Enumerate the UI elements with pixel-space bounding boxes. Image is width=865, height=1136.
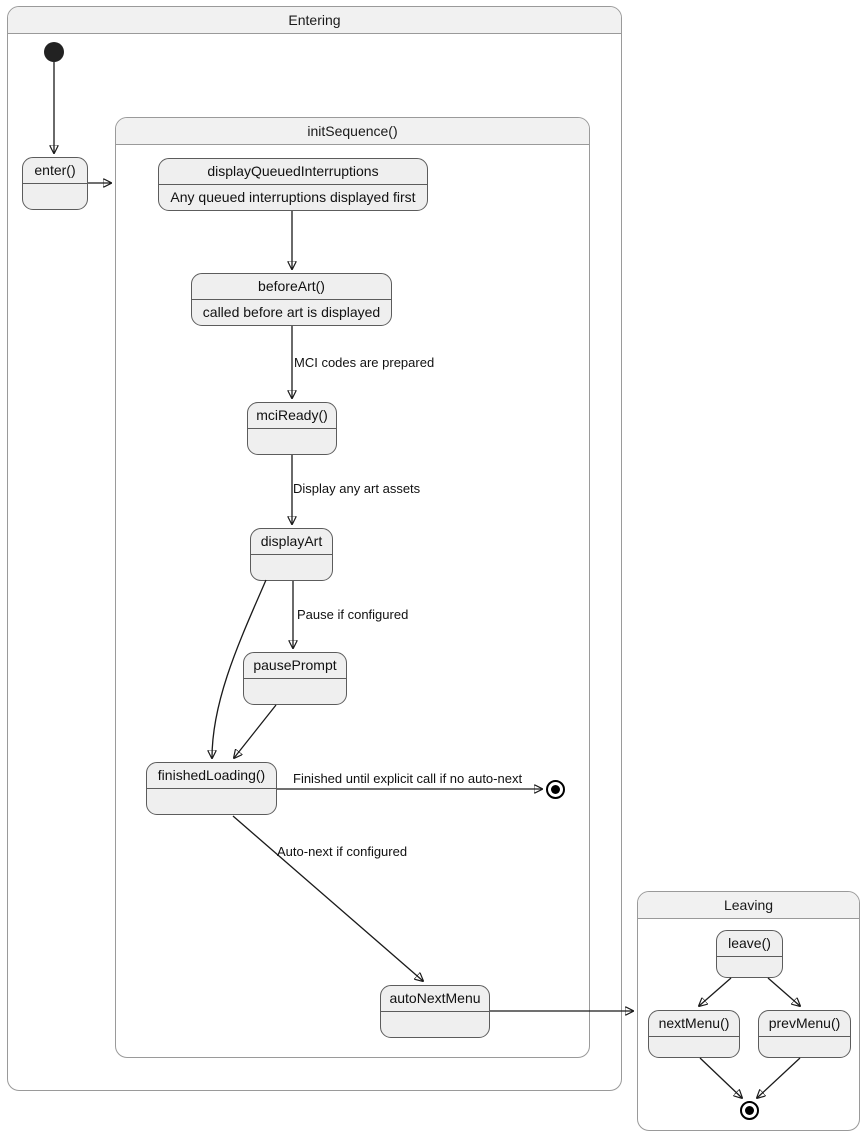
state-autonextmenu-body (381, 1012, 489, 1037)
state-autonextmenu-title: autoNextMenu (381, 986, 489, 1012)
state-pauseprompt-body (244, 679, 346, 704)
state-mciready[interactable]: mciReady() (247, 402, 337, 455)
state-displayqueuedinterruptions-title: displayQueuedInterruptions (159, 159, 427, 185)
composite-state-initsequence[interactable]: initSequence() (115, 117, 590, 1058)
state-displayqueuedinterruptions-body: Any queued interruptions displayed first (170, 189, 416, 205)
state-enter-body (23, 184, 87, 209)
state-nextmenu[interactable]: nextMenu() (648, 1010, 740, 1058)
edge-label-auto-next-if-configured: Auto-next if configured (277, 844, 408, 859)
state-finishedloading[interactable]: finishedLoading() (146, 762, 277, 815)
state-beforeart-body: called before art is displayed (202, 304, 381, 320)
edge-label-finished-until-explicit-call: Finished until explicit call if no auto-… (293, 771, 523, 786)
state-prevmenu[interactable]: prevMenu() (758, 1010, 851, 1058)
composite-title-leaving: Leaving (638, 892, 859, 919)
state-pauseprompt[interactable]: pausePrompt (243, 652, 347, 705)
state-nextmenu-title: nextMenu() (649, 1011, 739, 1037)
state-nextmenu-body (649, 1037, 739, 1057)
state-displayart-body (251, 555, 332, 580)
state-prevmenu-body (759, 1037, 850, 1057)
state-beforeart[interactable]: beforeArt() called before art is display… (191, 273, 392, 326)
state-pauseprompt-title: pausePrompt (244, 653, 346, 679)
state-leave-title: leave() (717, 931, 782, 957)
state-leave-body (717, 957, 782, 977)
state-finishedloading-title: finishedLoading() (147, 763, 276, 789)
composite-title-entering: Entering (8, 7, 621, 34)
state-finishedloading-body (147, 789, 276, 814)
state-mciready-body (248, 429, 336, 454)
edge-label-pause-if-configured: Pause if configured (297, 607, 409, 622)
state-mciready-title: mciReady() (248, 403, 336, 429)
state-enter-title: enter() (23, 158, 87, 184)
final-state-node-entering (546, 780, 565, 799)
edge-label-mci-codes-prepared: MCI codes are prepared (294, 355, 435, 370)
final-state-node-leaving (740, 1101, 759, 1120)
state-beforeart-title: beforeArt() (192, 274, 391, 300)
edge-label-display-any-art-assets: Display any art assets (293, 481, 421, 496)
state-autonextmenu[interactable]: autoNextMenu (380, 985, 490, 1038)
state-enter[interactable]: enter() (22, 157, 88, 210)
initial-state-node (44, 42, 64, 62)
state-displayart-title: displayArt (251, 529, 332, 555)
state-displayart[interactable]: displayArt (250, 528, 333, 581)
state-leave[interactable]: leave() (716, 930, 783, 978)
state-displayqueuedinterruptions[interactable]: displayQueuedInterruptions Any queued in… (158, 158, 428, 211)
composite-title-initsequence: initSequence() (116, 118, 589, 145)
state-prevmenu-title: prevMenu() (759, 1011, 850, 1037)
